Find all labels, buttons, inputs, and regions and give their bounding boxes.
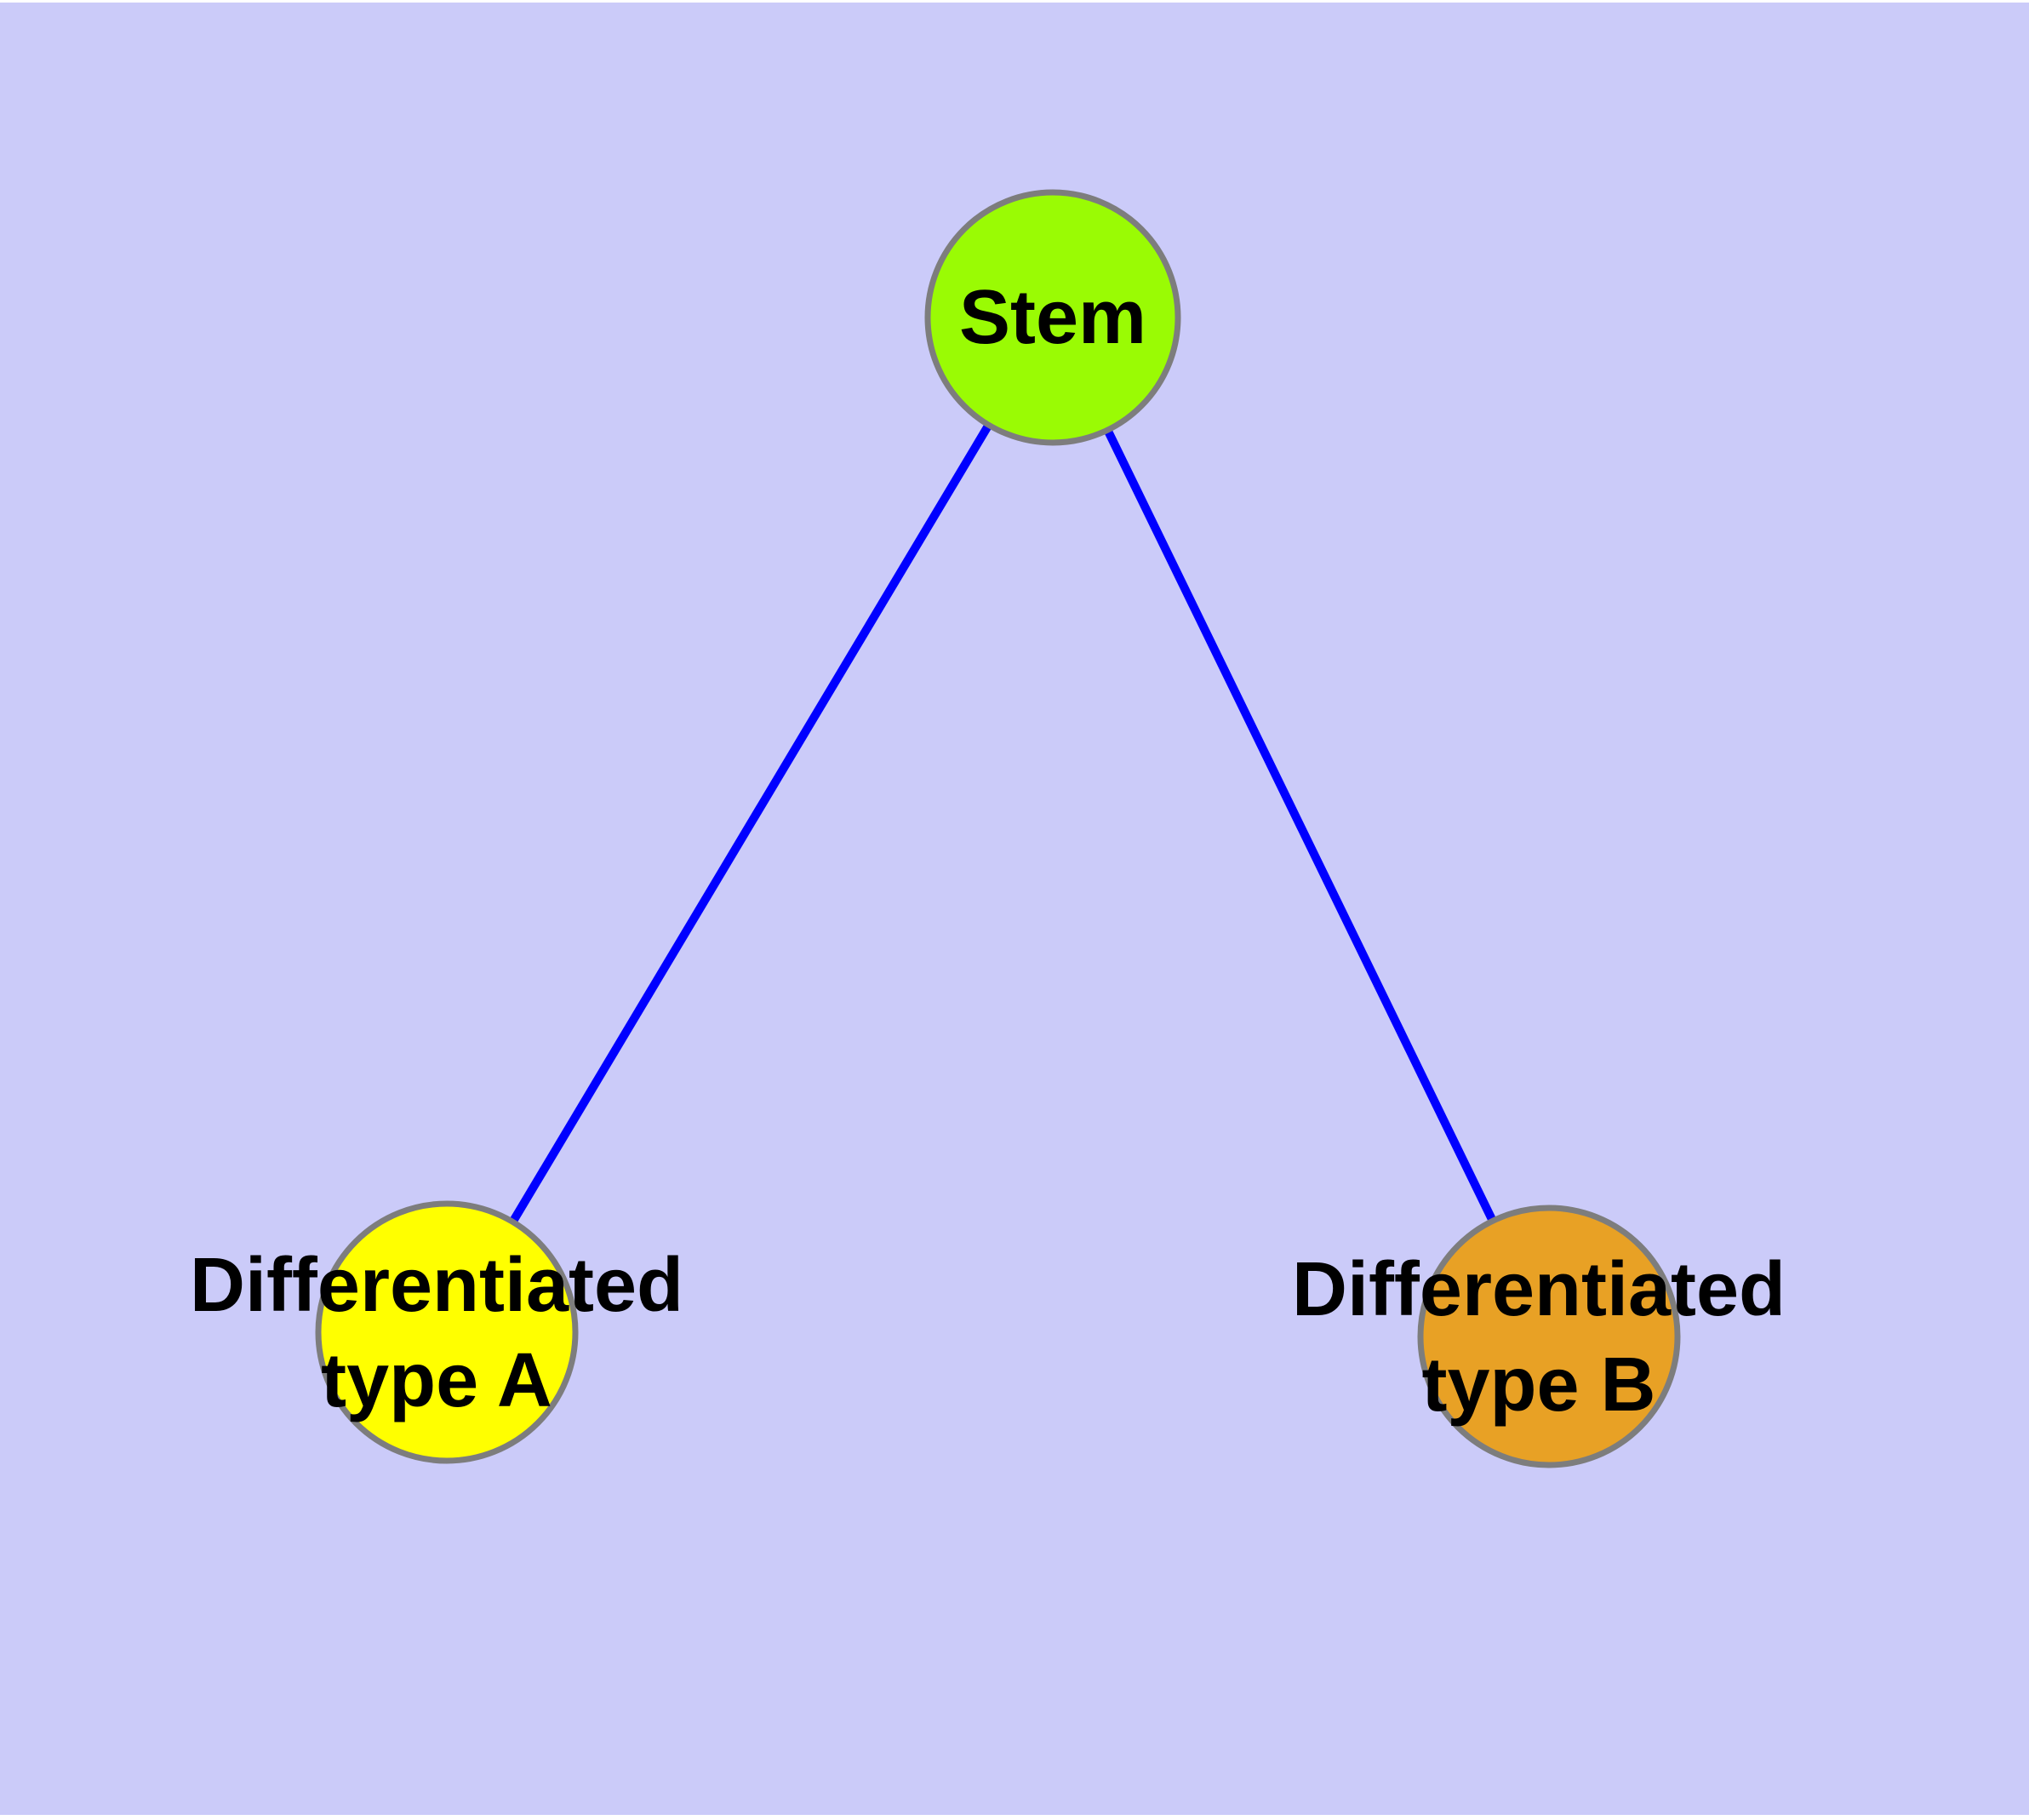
node-differentiated-type-b [1417, 1205, 1681, 1468]
edge-stem-to-type-b [1049, 315, 1553, 1339]
node-type-a-label-line2: type A [321, 1338, 552, 1423]
node-type-a-label-line1: Differentiated [190, 1243, 683, 1328]
node-differentiated-type-a [315, 1200, 579, 1464]
node-type-b-label-line1: Differentiated [1292, 1247, 1786, 1332]
node-stem [924, 189, 1181, 446]
edge-stem-to-type-a [443, 315, 1057, 1335]
node-type-b-label-line2: type B [1421, 1342, 1655, 1428]
node-stem-label: Stem [959, 275, 1146, 360]
